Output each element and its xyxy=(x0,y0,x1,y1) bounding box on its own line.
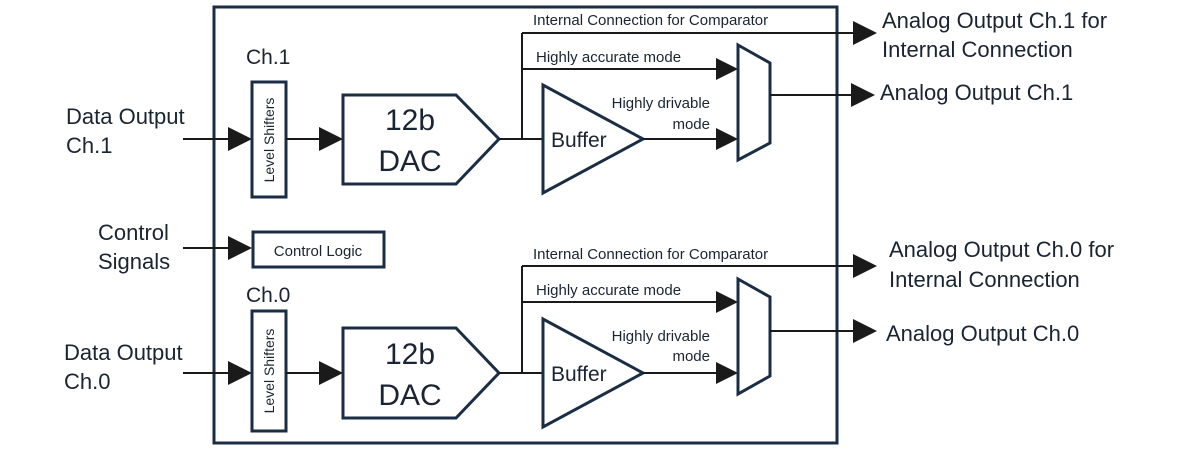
ch1-level-shifters-label: Level Shifters xyxy=(261,98,277,183)
ch0-highly-drivable-arrowhead xyxy=(716,362,738,384)
ch0-highly-drivable-label-line1: Highly drivable xyxy=(612,328,710,345)
ch1-highly-accurate-arrowhead xyxy=(716,58,738,80)
ch0-internal-connection-arrowhead xyxy=(853,254,877,278)
input-control-label-line2: Signals xyxy=(98,249,170,274)
channel-ch1: Ch.1 Level Shifters 12b DAC Internal Con… xyxy=(183,8,1107,199)
input-data-ch1-label-line1: Data Output xyxy=(66,104,185,129)
ch0-ls-to-dac-arrowhead xyxy=(319,361,343,385)
control-input-arrowhead xyxy=(228,236,252,260)
ch1-dac-label-line2: DAC xyxy=(378,145,441,178)
ch0-output-internal-label-line2: Internal Connection xyxy=(889,267,1080,292)
ch1-dac-block xyxy=(341,93,502,186)
ch0-dac-label-line1: 12b xyxy=(385,338,435,371)
ch0-internal-connection-label: Internal Connection for Comparator xyxy=(533,246,768,263)
ch1-output-internal-label-line1: Analog Output Ch.1 for xyxy=(882,8,1107,33)
ch1-level-shifters-box xyxy=(250,80,288,199)
ch1-ls-to-dac-arrowhead xyxy=(319,127,343,151)
ch0-output-internal-label-line1: Analog Output Ch.0 for xyxy=(889,237,1114,262)
ch0-dac-block xyxy=(341,326,502,420)
channel-ch0: Ch.0 Level Shifters 12b DAC Internal Con… xyxy=(183,237,1114,433)
dac-module-boundary xyxy=(212,5,839,445)
ch0-output-label: Analog Output Ch.0 xyxy=(886,321,1079,346)
control-logic-label: Control Logic xyxy=(274,243,363,260)
ch1-highly-accurate-label: Highly accurate mode xyxy=(536,49,681,66)
ch1-buffer-label: Buffer xyxy=(551,129,607,152)
ch1-internal-connection-label: Internal Connection for Comparator xyxy=(533,12,768,29)
control-logic-box xyxy=(251,230,386,269)
ch1-input-arrowhead xyxy=(228,127,252,151)
ch0-output-mux xyxy=(736,276,772,397)
ch1-highly-drivable-label-line1: Highly drivable xyxy=(612,95,710,112)
ch1-output-internal-label-line2: Internal Connection xyxy=(882,37,1073,62)
ch1-output-label: Analog Output Ch.1 xyxy=(880,80,1073,105)
ch0-highly-accurate-label: Highly accurate mode xyxy=(536,282,681,299)
channel-ch1-label: Ch.1 xyxy=(246,46,290,69)
ch0-highly-drivable-label-line2: mode xyxy=(672,348,710,365)
ch1-internal-connection-arrowhead xyxy=(853,21,877,45)
ch1-highly-drivable-arrowhead xyxy=(716,128,738,150)
input-control-label-line1: Control xyxy=(98,220,169,245)
ch0-dac-label-line2: DAC xyxy=(378,379,441,412)
input-data-ch0-label-line2: Ch.0 xyxy=(64,369,110,394)
ch0-output-arrowhead xyxy=(853,319,877,343)
channel-ch0-label: Ch.0 xyxy=(246,284,290,307)
input-data-ch1-label-line2: Ch.1 xyxy=(66,133,112,158)
ch0-level-shifters-box xyxy=(250,309,288,433)
ch0-buffer-label: Buffer xyxy=(551,363,607,386)
ch1-dac-label-line1: 12b xyxy=(385,104,435,137)
input-data-ch0-label-line1: Data Output xyxy=(64,340,183,365)
ch0-highly-accurate-arrowhead xyxy=(716,291,738,313)
ch1-buffer xyxy=(541,82,647,196)
ch0-level-shifters-label: Level Shifters xyxy=(261,329,277,414)
ch0-input-arrowhead xyxy=(228,361,252,385)
ch1-output-mux xyxy=(736,42,772,163)
ch1-output-arrowhead xyxy=(851,83,875,107)
ch0-buffer xyxy=(541,316,647,430)
control-logic: Control Logic xyxy=(183,230,386,269)
ch1-highly-drivable-label-line2: mode xyxy=(672,116,710,133)
